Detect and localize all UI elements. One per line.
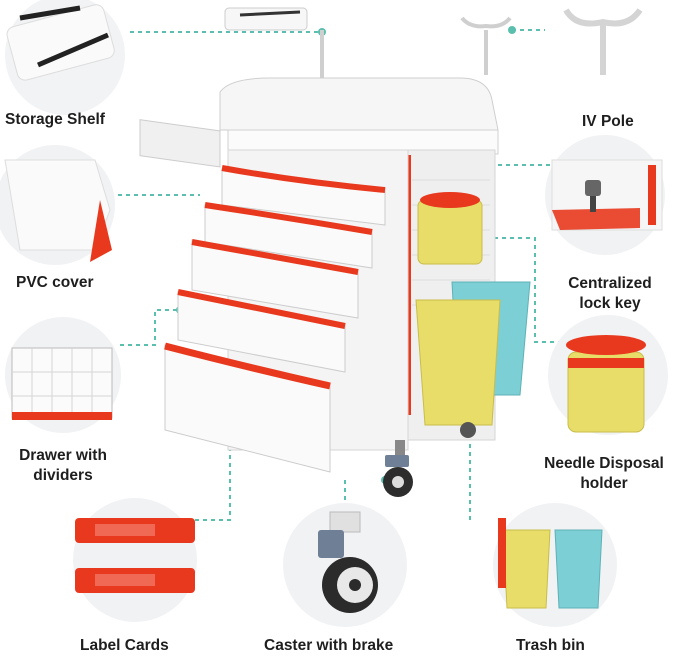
label-label-cards: Label Cards [80, 637, 169, 654]
label-storage-shelf: Storage Shelf [5, 111, 105, 128]
label-pvc-cover: PVC cover [16, 274, 94, 291]
label-needle-disposal-line2: holder [580, 475, 628, 492]
label-iv-pole: IV Pole [582, 113, 634, 130]
label-centralized-lock-key-line2: lock key [579, 295, 641, 312]
label-drawer-dividers-line1: Drawer with [19, 447, 107, 464]
label-drawer-dividers-line2: dividers [33, 467, 93, 484]
label-caster-brake: Caster with brake [264, 637, 394, 654]
label-centralized-lock-key-line1: Centralized [568, 275, 652, 292]
label-needle-disposal-line1: Needle Disposal [544, 455, 664, 472]
label-trash-bin: Trash bin [516, 637, 585, 654]
label-needle-disposal: Needle Disposal holder [534, 454, 674, 494]
label-centralized-lock-key: Centralized lock key [555, 274, 665, 314]
label-drawer-dividers: Drawer with dividers [5, 446, 121, 486]
side-bins [415, 192, 531, 438]
casters [383, 440, 413, 497]
drawers [164, 165, 386, 473]
